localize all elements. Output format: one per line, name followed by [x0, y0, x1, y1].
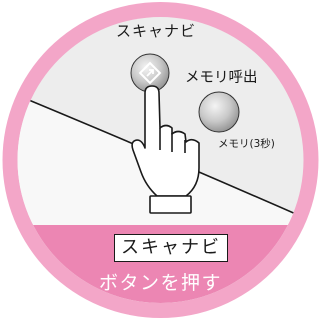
memory-call-label: メモリ呼出 [185, 70, 258, 86]
caption-action-text: ボタンを押す [98, 272, 222, 294]
memory-hold-label: メモリ(3秒) [218, 138, 275, 150]
scanavi-icon [138, 61, 162, 85]
pointing-hand-icon [131, 85, 200, 214]
caption-key-name: スキャナビ [114, 234, 228, 262]
memory-button [198, 91, 240, 133]
scanavi-button-label: スキャナビ [116, 22, 197, 40]
